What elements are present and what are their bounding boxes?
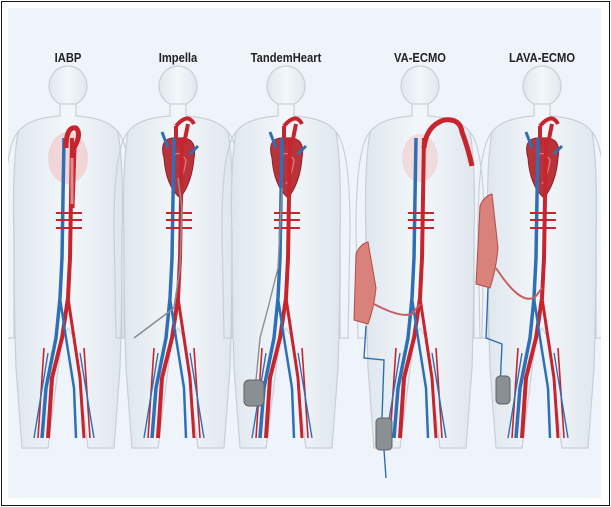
device-label-va-ecmo: VA-ECMO <box>394 50 446 65</box>
figure-panel: IABP Impella TandemHeart VA-ECMO LAVA-EC… <box>8 8 601 498</box>
mcs-devices-illustration <box>8 8 601 498</box>
device-label-impella: Impella <box>159 50 198 65</box>
iabp-figure <box>8 66 132 448</box>
tandemheart-figure <box>222 66 350 448</box>
device-label-tandemheart: TandemHeart <box>251 50 322 65</box>
va-ecmo-figure <box>354 66 484 478</box>
lava-ecmo-figure <box>476 66 601 448</box>
device-label-lava-ecmo: LAVA-ECMO <box>509 50 575 65</box>
device-label-iabp: IABP <box>55 50 82 65</box>
